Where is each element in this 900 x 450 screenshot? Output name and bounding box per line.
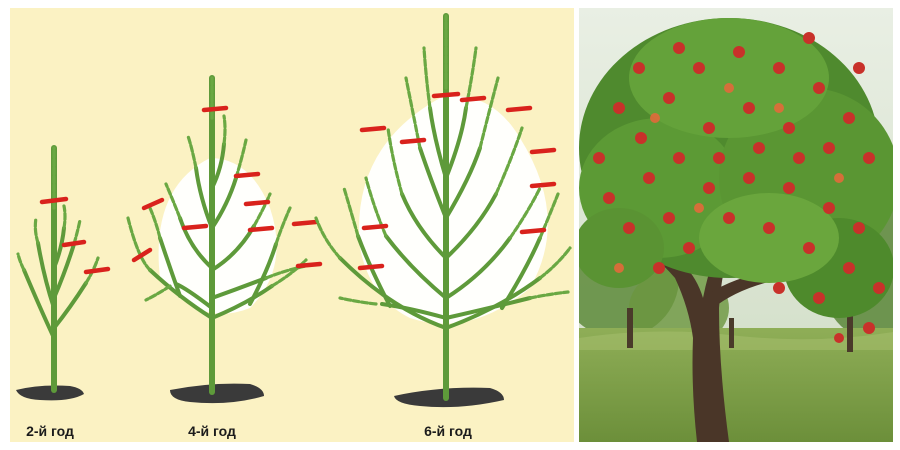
label-year-4: 4-й год bbox=[188, 423, 236, 439]
label-year-2: 2-й год bbox=[26, 423, 74, 439]
pruning-diagram: .trunk { stroke: #5e9a3a; stroke-width: … bbox=[10, 8, 574, 442]
tree-year-2 bbox=[16, 148, 108, 400]
label-year-6: 6-й год bbox=[424, 423, 472, 439]
apple-tree-photo bbox=[579, 8, 893, 442]
tree-year-4 bbox=[128, 78, 320, 403]
ground-icon bbox=[16, 386, 84, 401]
pruning-diagram-svg: .trunk { stroke: #5e9a3a; stroke-width: … bbox=[10, 8, 574, 442]
ground-icon bbox=[170, 384, 264, 404]
tree-year-6 bbox=[316, 16, 570, 407]
apple-tree-photo-svg bbox=[579, 8, 893, 442]
